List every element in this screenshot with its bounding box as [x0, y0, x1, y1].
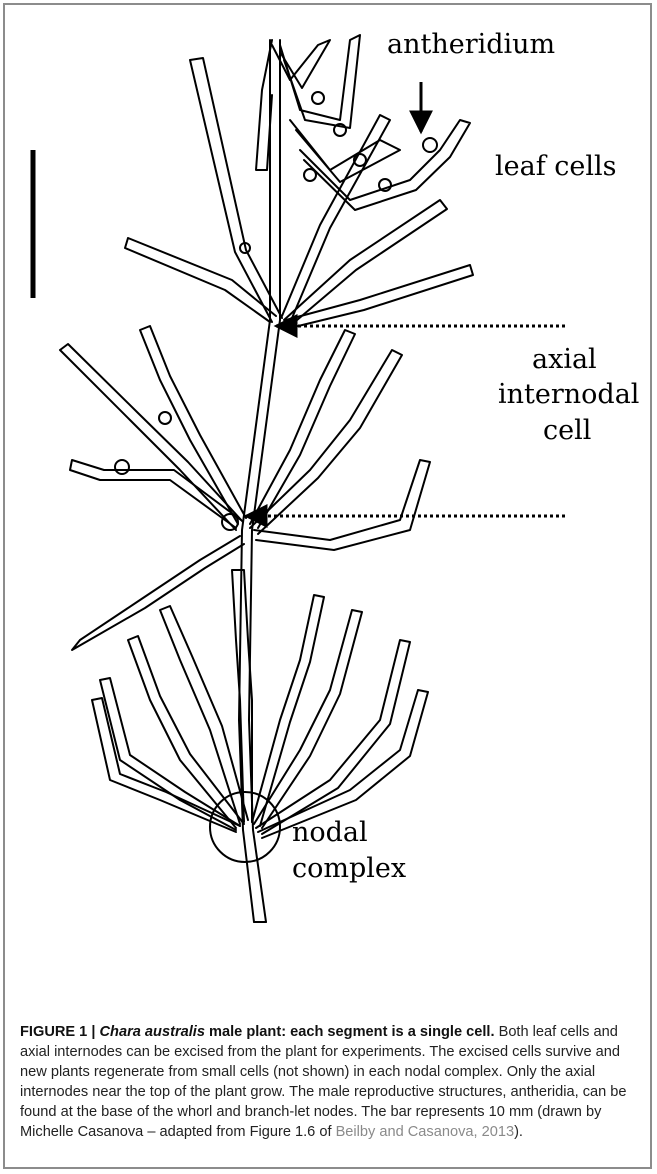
caption-species: Chara australis — [100, 1024, 205, 1040]
label-leaf-cells: leaf cells — [495, 150, 617, 184]
caption-closing: ). — [514, 1124, 523, 1140]
caption-citation-link[interactable]: Beilby and Casanova, 2013 — [336, 1124, 515, 1140]
caption-body: Both leaf cells and axial internodes can… — [20, 1024, 627, 1140]
label-antheridium: antheridium — [387, 28, 555, 62]
caption-figure-number: FIGURE 1 | — [20, 1024, 95, 1040]
caption-headline: male plant: each segment is a single cel… — [205, 1024, 495, 1040]
label-complex: complex — [292, 852, 406, 886]
label-nodal: nodal — [292, 816, 368, 850]
figure-caption: FIGURE 1 | Chara australis male plant: e… — [20, 1022, 640, 1142]
label-cell: cell — [543, 414, 591, 448]
label-axial: axial — [532, 343, 597, 377]
label-internodal: internodal — [498, 378, 639, 412]
antheridia — [115, 92, 437, 530]
